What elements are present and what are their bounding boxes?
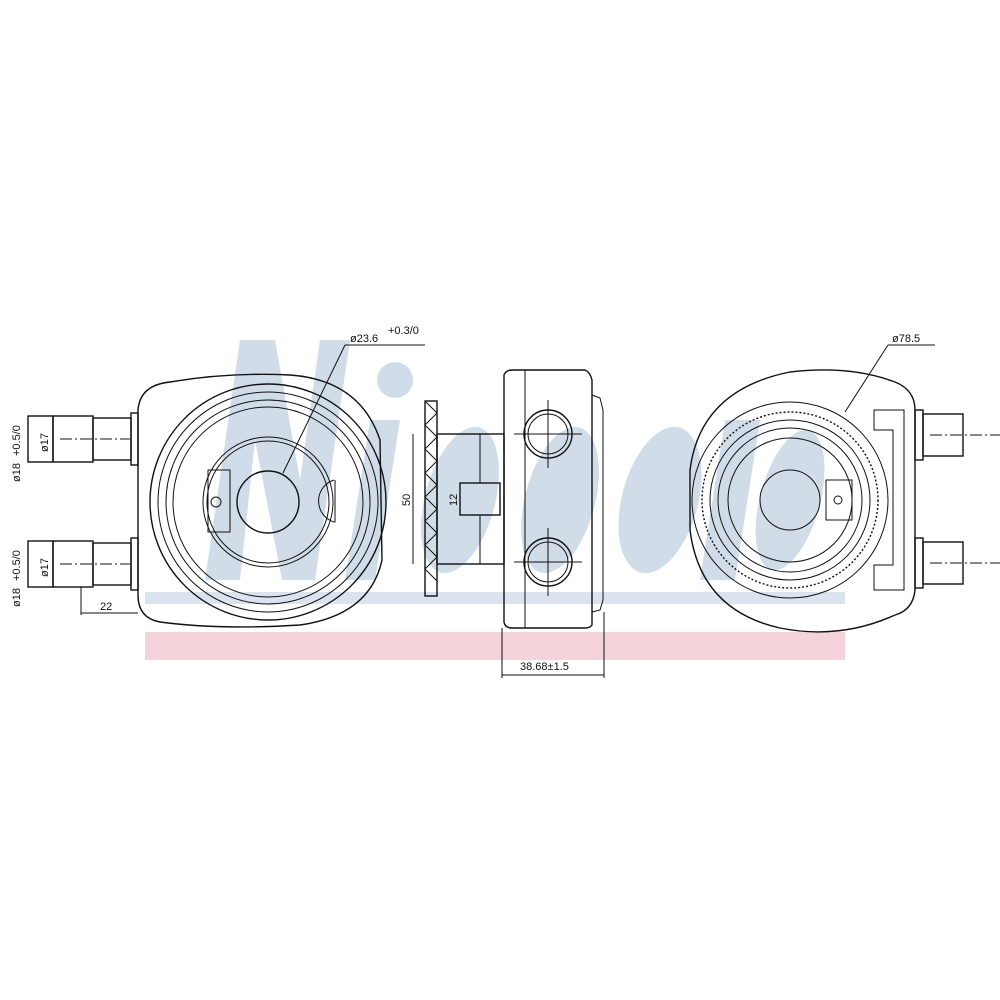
rear-view: ø78.5 [689,333,1000,633]
dim-port-inner-bottom: ø17 [39,558,51,577]
dim-boss-height: 12 [448,494,460,506]
front-view: 22 ø23.6 +0.3/0 ø18 +0.5/0 ø17 ø18 +0.5/… [11,325,425,628]
dim-seal-height: 50 [401,494,413,506]
dim-port-inner-top: ø17 [39,433,51,452]
dim-body-thickness: 38.68±1.5 [520,661,569,673]
dim-port-outer-bottom: ø18 [11,588,23,607]
side-view: 50 12 38.68±1.5 [401,369,605,678]
dim-center-bore: ø23.6 [350,333,378,345]
dim-outer-diameter: ø78.5 [892,333,920,345]
dim-port-length: 22 [100,601,112,613]
port-top [27,412,139,466]
port-bottom [27,537,139,591]
watermark-logo [145,340,845,660]
dim-port-outer-top: ø18 [11,463,23,482]
dim-port-tol-bottom: +0.5/0 [11,550,23,581]
dim-port-tol-top: +0.5/0 [11,425,23,456]
dim-center-bore-tol: +0.3/0 [388,325,419,337]
